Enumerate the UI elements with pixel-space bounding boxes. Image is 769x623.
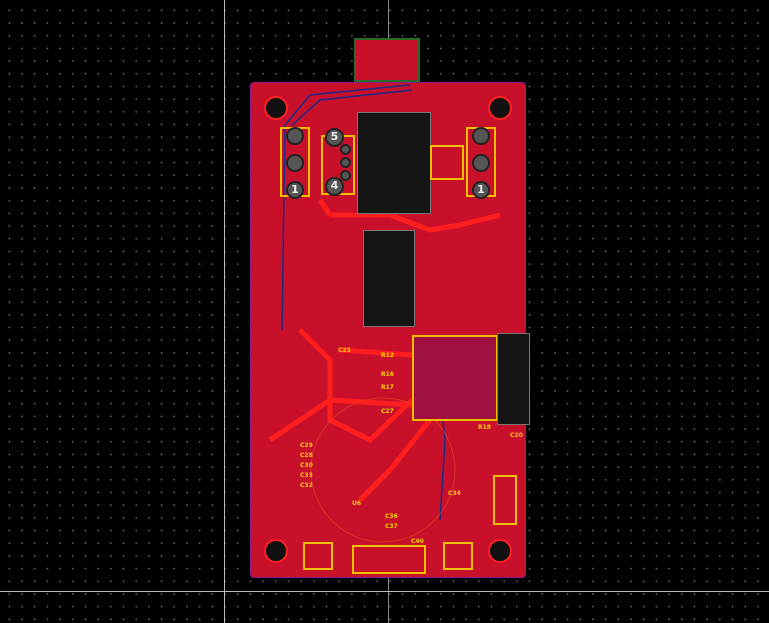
ref-label: C34	[448, 490, 461, 497]
trace	[317, 198, 333, 217]
ref-label: C20	[510, 432, 523, 439]
origin-axis-horizontal	[0, 591, 769, 592]
center-header-pin[interactable]	[340, 144, 351, 155]
trace-back	[291, 89, 413, 126]
ref-label: C37	[385, 523, 398, 530]
right-header-pin-1[interactable]: 1	[472, 181, 490, 199]
mounting-hole	[264, 96, 288, 120]
origin-axis-vertical	[224, 0, 225, 623]
right-header-pin[interactable]	[472, 154, 490, 172]
mounting-hole	[488, 96, 512, 120]
trace	[298, 328, 414, 444]
mounting-hole	[488, 539, 512, 563]
center-header-pin-4[interactable]: 4	[325, 177, 344, 196]
module-footprint[interactable]	[412, 335, 498, 421]
right-component-footprint[interactable]	[430, 145, 464, 180]
ref-label: R16	[381, 371, 394, 378]
left-header-pin[interactable]	[286, 127, 304, 145]
ref-label: R12	[381, 352, 394, 359]
button-footprint[interactable]	[303, 542, 333, 570]
ic-regulator[interactable]	[357, 112, 431, 214]
ref-label: C33	[300, 472, 313, 479]
trace	[330, 212, 501, 233]
left-header-pin-1[interactable]: 1	[286, 181, 304, 199]
trace	[339, 347, 413, 358]
center-header-pin[interactable]	[340, 170, 351, 181]
ref-label: C36	[385, 513, 398, 520]
logo-outline	[310, 397, 456, 543]
battery-connector-footprint[interactable]	[493, 475, 517, 525]
ref-label: U6	[352, 500, 362, 507]
mounting-hole	[264, 539, 288, 563]
right-header-pin[interactable]	[472, 127, 490, 145]
ref-label: C27	[381, 408, 394, 415]
ic-antenna-module[interactable]	[497, 333, 530, 425]
button-footprint[interactable]	[443, 542, 473, 570]
ref-label: R18	[478, 424, 491, 431]
ref-label: C25	[338, 347, 351, 354]
usb-connector[interactable]	[354, 38, 420, 82]
ic-soic[interactable]	[363, 230, 415, 327]
ref-label: R17	[381, 384, 394, 391]
fpc-connector[interactable]	[352, 545, 426, 574]
ref-label: C30	[300, 462, 313, 469]
trace	[268, 397, 413, 443]
left-header-pin[interactable]	[286, 154, 304, 172]
ref-label: C32	[300, 482, 313, 489]
center-header-pin[interactable]	[340, 157, 351, 168]
trace	[358, 418, 432, 502]
center-header-pin-5[interactable]: 5	[325, 128, 344, 147]
ref-label: C28	[300, 452, 313, 459]
trace-back	[281, 84, 411, 331]
ref-label: C29	[300, 442, 313, 449]
ref-label: C40	[411, 538, 424, 545]
